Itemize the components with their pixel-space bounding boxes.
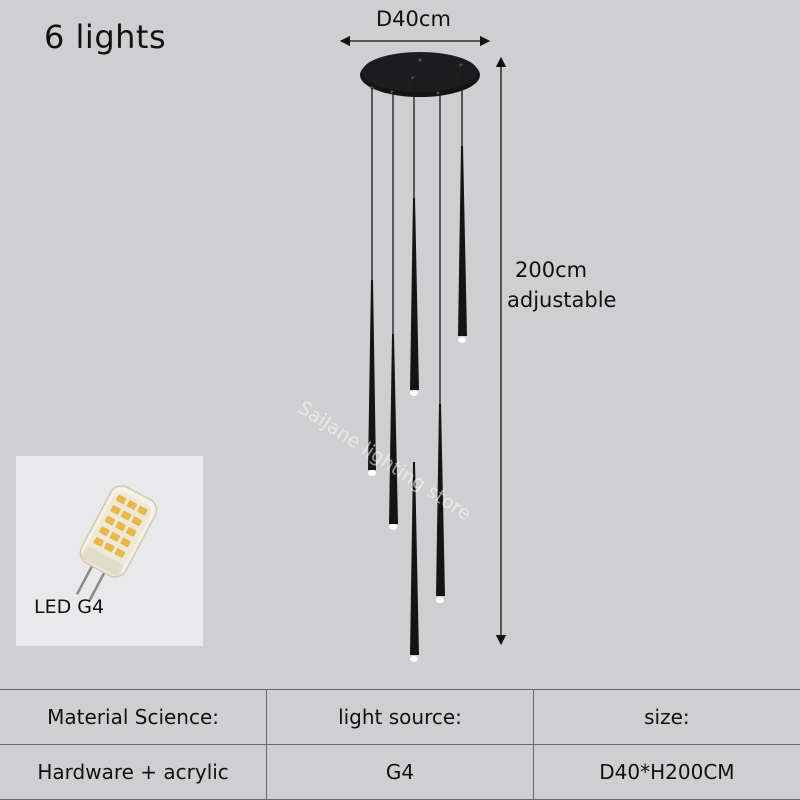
ceiling-canopy (360, 52, 480, 97)
spec-header-material: Material Science: (0, 689, 268, 745)
spec-value-row: Hardware + acrylic G4 D40*H200CM (0, 744, 800, 800)
spec-value-material: Hardware + acrylic (0, 744, 268, 800)
pendant-light (458, 65, 467, 343)
pendant-light (368, 88, 376, 476)
height-adjustable-label: adjustable (507, 288, 616, 312)
spec-header-size: size: (532, 689, 800, 745)
pendant-light (389, 92, 398, 530)
spec-value-size: D40*H200CM (532, 744, 800, 800)
pendant-light-illustration: D40cm 20 (339, 7, 616, 662)
spec-value-light-source: G4 (266, 744, 534, 800)
diameter-label: D40cm (376, 7, 451, 31)
bulb-inset: LED G4 (16, 456, 203, 646)
led-g4-bulb-icon (75, 485, 158, 602)
pendant-light (410, 462, 419, 662)
height-label: 200cm (515, 258, 587, 282)
pendant-light (436, 93, 445, 603)
pendant-light (410, 78, 419, 396)
spec-table: Material Science: light source: size: Ha… (0, 689, 800, 800)
bulb-label: LED G4 (34, 596, 105, 618)
spec-header-light-source: light source: (266, 689, 534, 745)
product-title: 6 lights (44, 18, 167, 56)
spec-header-row: Material Science: light source: size: (0, 689, 800, 745)
